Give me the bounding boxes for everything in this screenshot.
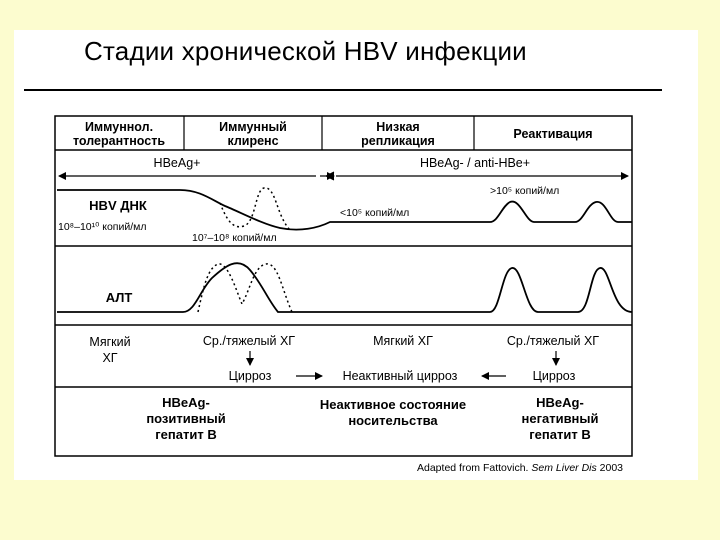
outcome-right-line-3: гепатит В [529,427,590,442]
stage-3-line-2: репликация [361,134,435,148]
hbv-dna-level-reactivation: >10⁵ копий/мл [490,185,559,197]
stage-1-line-2: толерантность [73,134,165,148]
outcome-left-line-3: гепатит В [155,427,216,442]
cirrhosis-left: Цирроз [229,369,272,383]
outcome-middle-line-1: Неактивное состояние [320,397,466,412]
outcome-right-line-2: негативный [521,411,598,426]
diagram-frame [54,115,633,457]
histology-col2: Ср./тяжелый ХГ [203,334,295,348]
source-credit: Adapted from Fattovich. Sem Liver Dis 20… [417,462,623,474]
serology-arrow-right-start [324,171,335,181]
alt-label: АЛТ [106,290,133,305]
hbv-dna-level-mid: 10⁷–10⁸ копий/мл [192,232,277,244]
slide-title: Стадии хронической HBV инфекции [84,36,527,66]
serology-hbeag-negative: HBeAg- / anti-HBe+ [420,156,530,170]
alt-curve [57,262,633,313]
hbv-dna-label: HBV ДНК [89,198,147,213]
outcome-left-line-1: HBeAg- [162,395,210,410]
credit-year: 2003 [596,462,624,474]
inactive-cirrhosis: Неактивный цирроз [343,369,458,383]
stage-3-line-1: Низкая [376,120,419,134]
histology-col1-line-1: Мягкий [89,335,130,349]
histology-col1-line-2: ХГ [102,351,117,365]
serology-hbeag-positive: HBeAg+ [154,156,201,170]
outcome-left-line-2: позитивный [146,411,225,426]
hbv-dna-curve [57,189,632,231]
hbv-dna-level-low: <10⁵ копий/мл [340,207,409,219]
credit-prefix: Adapted from Fattovich. [417,462,532,474]
outcome-middle-line-2: носительства [348,413,438,428]
hbv-dna-level-high: 10⁸–10¹⁰ копий/мл [58,221,146,233]
stage-4-line-1: Реактивация [513,127,592,141]
slide-background [14,30,698,480]
title-underline [24,89,662,91]
histology-col3: Мягкий ХГ [373,334,433,348]
credit-journal: Sem Liver Dis [531,462,597,474]
outcome-right-line-1: HBeAg- [536,395,584,410]
stage-2-line-1: Иммунный [219,120,287,134]
hbv-dna-dotted-curve [219,187,291,231]
alt-dotted-curve [197,263,293,313]
stage-1-line-1: Иммуннол. [85,120,153,134]
stage-2-line-2: клиренс [227,134,278,148]
histology-col4: Ср./тяжелый ХГ [507,334,599,348]
cirrhosis-right: Цирроз [533,369,576,383]
